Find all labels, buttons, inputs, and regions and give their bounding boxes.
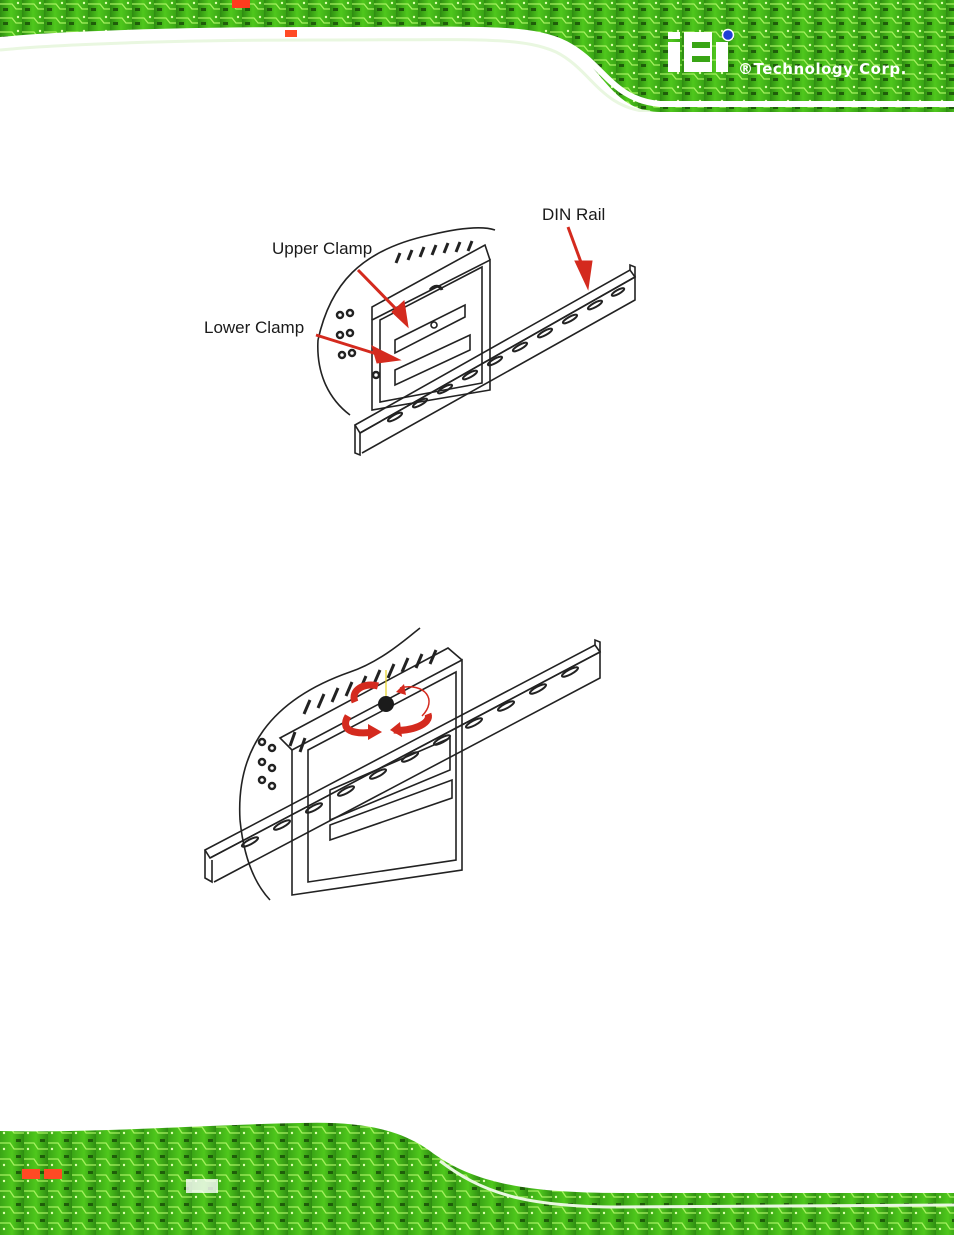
logo-tagline: ®Technology Corp. [738,60,907,78]
figure-din-rail-tighten [200,620,620,910]
iei-logo [666,28,736,74]
callout-upper-clamp: Upper Clamp [272,239,372,259]
callout-din-rail: DIN Rail [542,205,605,225]
header-banner: ®Technology Corp. [0,0,954,112]
callout-lower-clamp: Lower Clamp [204,318,304,338]
footer-banner [0,1121,954,1235]
